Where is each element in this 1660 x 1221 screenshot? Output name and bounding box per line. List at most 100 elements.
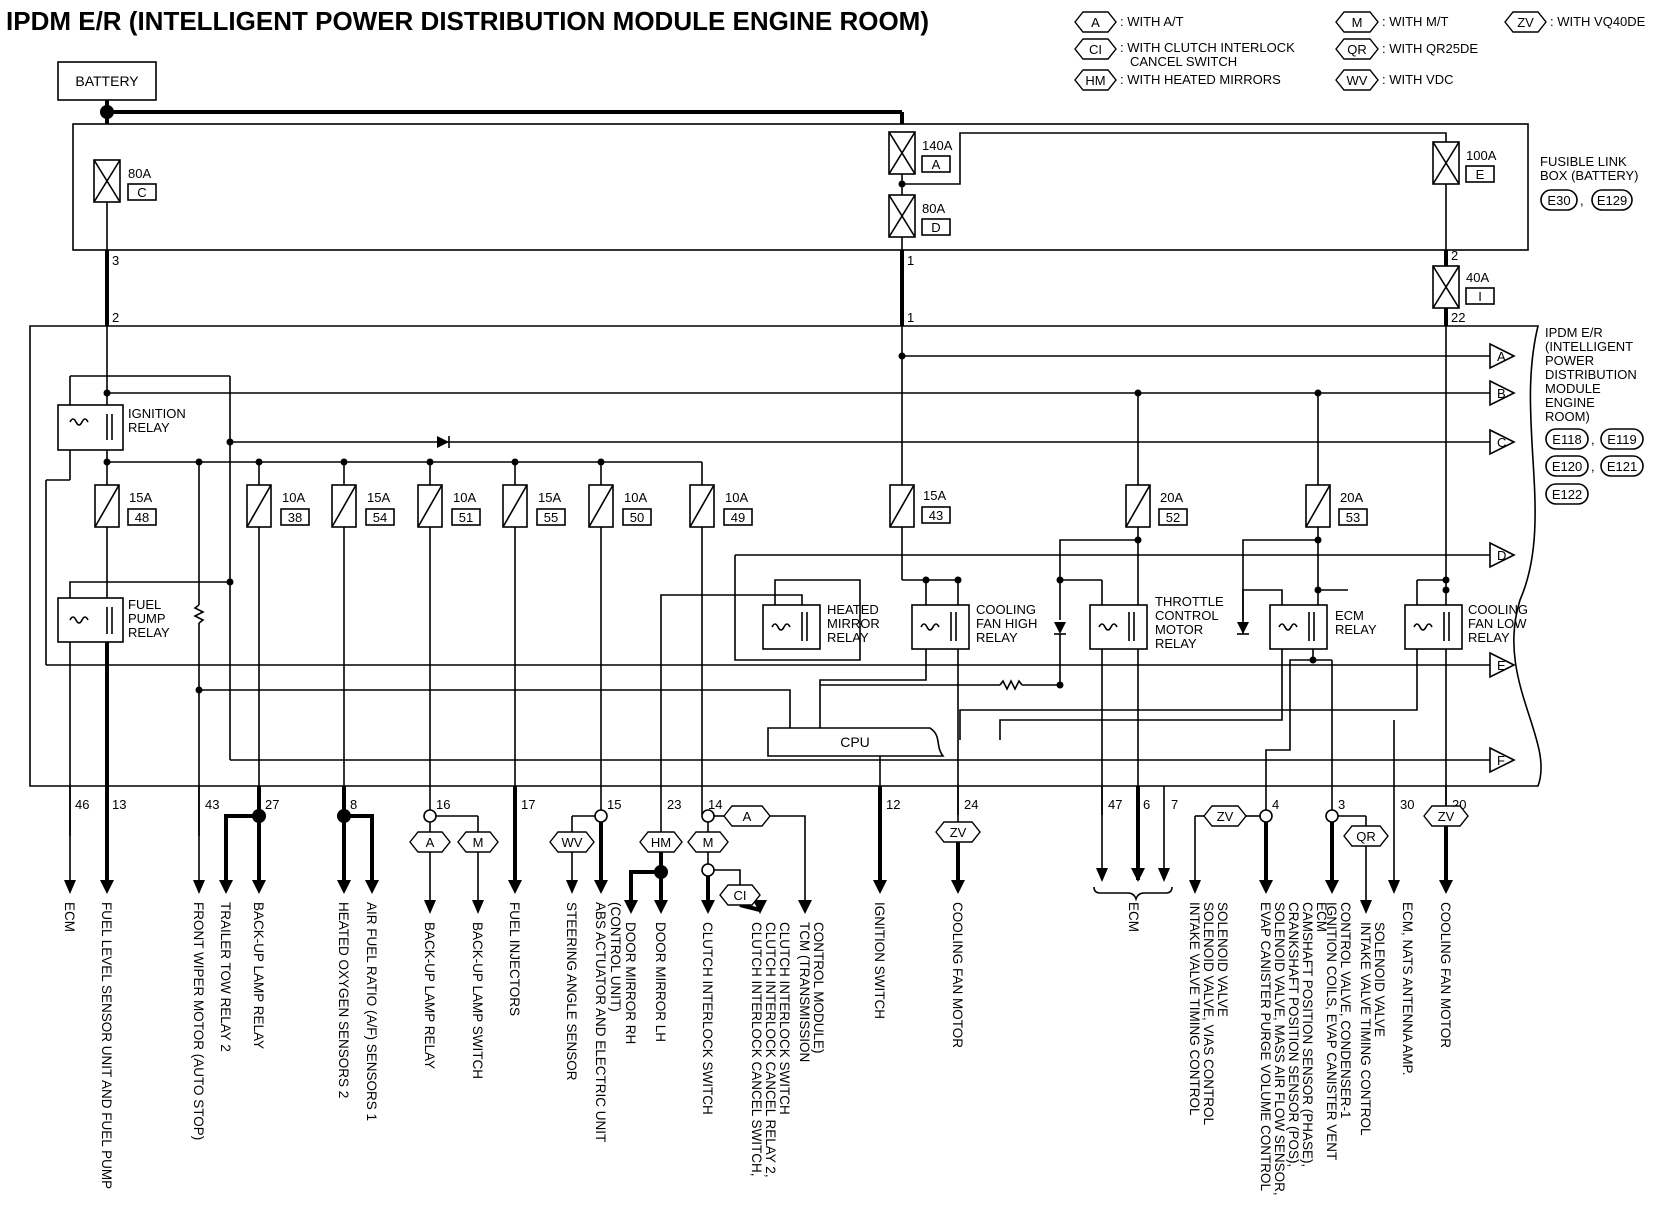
ecm-relay: ECM RELAY <box>1269 604 1377 650</box>
svg-text:15A: 15A <box>129 490 152 505</box>
svg-text:15A: 15A <box>367 490 390 505</box>
svg-text:23: 23 <box>667 797 681 812</box>
svg-text:53: 53 <box>1346 510 1360 525</box>
svg-text:RELAY: RELAY <box>976 630 1018 645</box>
label-cooling-fan-24: COOLING FAN MOTOR <box>950 902 965 1048</box>
label-clutch-cancel-2: CLUTCH INTERLOCK CANCEL RELAY 2, <box>763 922 778 1178</box>
label-backup-switch: BACK-UP LAMP SWITCH <box>470 922 485 1079</box>
svg-text:E120: E120 <box>1552 459 1582 474</box>
svg-text:: WITH A/T: : WITH A/T <box>1120 14 1184 29</box>
svg-text:BATTERY: BATTERY <box>75 73 139 89</box>
svg-text:E118: E118 <box>1552 432 1581 447</box>
svg-text:E122: E122 <box>1552 487 1582 502</box>
fuse-43: 15A 43 <box>889 484 951 528</box>
bus-lines: A B C D E F <box>46 342 1516 774</box>
svg-text:CI: CI <box>734 888 747 903</box>
label-ivt-2: SOLENOID VALVE, VIAS CONTROL <box>1201 902 1216 1126</box>
label-abs-2: (CONTROL UNIT) <box>608 902 623 1012</box>
svg-text:RELAY: RELAY <box>128 625 170 640</box>
svg-text:BOX (BATTERY): BOX (BATTERY) <box>1540 168 1638 183</box>
diagram-title: IPDM E/R (INTELLIGENT POWER DISTRIBUTION… <box>6 6 929 36</box>
fuse-53: 20A 53 <box>1305 484 1368 528</box>
fuse-52: 20A 52 <box>1125 484 1188 528</box>
svg-text:CPU: CPU <box>840 734 870 750</box>
svg-text:46: 46 <box>75 797 89 812</box>
svg-text:55: 55 <box>544 510 558 525</box>
svg-text:27: 27 <box>265 797 279 812</box>
svg-text:3: 3 <box>1338 797 1345 812</box>
svg-text:14: 14 <box>708 797 722 812</box>
svg-text:2: 2 <box>112 310 119 325</box>
svg-text:RELAY: RELAY <box>128 420 170 435</box>
svg-text:F: F <box>1497 753 1505 768</box>
legend-item-m: M : WITH M/T <box>1335 11 1448 33</box>
label-clutch-cancel-1: CLUTCH INTERLOCK CANCEL SWITCH, <box>749 922 764 1177</box>
svg-text:HM: HM <box>1085 73 1105 88</box>
fuse-51: 10A 51 <box>417 484 481 528</box>
label-ign-coils-2: CONTROL VALVE, CONDENSER-1 <box>1338 902 1353 1119</box>
ipdm-boundary <box>29 325 1542 787</box>
fuse-38: 10A 38 <box>246 484 310 528</box>
svg-text:43: 43 <box>929 508 943 523</box>
svg-text:6: 6 <box>1143 797 1150 812</box>
svg-text:HM: HM <box>651 835 671 850</box>
label-ivt-qr-1: INTAKE VALVE TIMING CONTROL <box>1358 922 1373 1136</box>
svg-text:RELAY: RELAY <box>1468 630 1510 645</box>
svg-text:FUEL: FUEL <box>128 597 161 612</box>
svg-text:ECM: ECM <box>1335 608 1364 623</box>
fuse-50: 10A 50 <box>588 484 652 528</box>
label-ign-coils-1: IGNITION COILS, EVAP CANISTER VENT <box>1324 902 1339 1160</box>
svg-text:A: A <box>426 835 435 850</box>
svg-text:RELAY: RELAY <box>827 630 869 645</box>
label-evap-1: EVAP CANISTER PURGE VOLUME CONTROL <box>1258 902 1273 1192</box>
svg-text:50: 50 <box>630 510 644 525</box>
label-af-sensors: AIR FUEL RATIO (A/F) SENSORS 1 <box>364 902 379 1121</box>
svg-text:10A: 10A <box>453 490 476 505</box>
legend-item-zv: ZV : WITH VQ40DE <box>1504 11 1646 33</box>
svg-text:ZV: ZV <box>1217 809 1234 824</box>
fuse-54: 15A 54 <box>331 484 395 528</box>
svg-text:MODULE: MODULE <box>1545 381 1601 396</box>
label-backup-relay-27: BACK-UP LAMP RELAY <box>251 902 266 1049</box>
fusible-link-box: FUSIBLE LINK BOX (BATTERY) E30 , E129 <box>72 123 1638 251</box>
svg-text:15A: 15A <box>538 490 561 505</box>
svg-text:ENGINE: ENGINE <box>1545 395 1595 410</box>
svg-text:DISTRIBUTION: DISTRIBUTION <box>1545 367 1637 382</box>
label-ecm-nats: ECM, NATS ANTENNA AMP. <box>1400 902 1415 1076</box>
svg-text:: WITH CLUTCH INTERLOCK: : WITH CLUTCH INTERLOCK <box>1120 40 1295 55</box>
svg-text:15: 15 <box>607 797 621 812</box>
svg-text:FAN LOW: FAN LOW <box>1468 616 1527 631</box>
svg-text:FUSIBLE LINK: FUSIBLE LINK <box>1540 154 1627 169</box>
label-ho2s2: HEATED OXYGEN SENSORS 2 <box>336 902 351 1098</box>
svg-text:E119: E119 <box>1607 432 1636 447</box>
svg-text:D: D <box>1497 548 1506 563</box>
label-evap-2: SOLENOID VALVE, MASS AIR FLOW SENSOR, <box>1272 902 1287 1196</box>
svg-text:(INTELLIGENT: (INTELLIGENT <box>1545 339 1633 354</box>
svg-text:A: A <box>743 809 752 824</box>
label-door-mirror-rh: DOOR MIRROR RH <box>623 922 638 1044</box>
battery: BATTERY <box>57 61 157 101</box>
label-tcm: TCM (TRANSMISSION <box>797 922 812 1062</box>
label-evap-4: CAMSHAFT POSITION SENSOR (PHASE), <box>1300 902 1315 1167</box>
label-fuel-injectors: FUEL INJECTORS <box>507 902 522 1016</box>
output-labels: ECM FUEL LEVEL SENSOR UNIT AND FUEL PUMP… <box>62 902 1453 1196</box>
svg-text:QR: QR <box>1356 829 1376 844</box>
svg-text:ZV: ZV <box>950 825 967 840</box>
svg-text:COOLING: COOLING <box>1468 602 1528 617</box>
fuse-55: 15A 55 <box>502 484 566 528</box>
svg-text:17: 17 <box>521 797 535 812</box>
label-evap-5: ECM <box>1314 902 1329 932</box>
svg-text:1: 1 <box>907 310 914 325</box>
label-cooling-fan-20: COOLING FAN MOTOR <box>1438 902 1453 1048</box>
svg-text:E121: E121 <box>1607 459 1637 474</box>
svg-text:E30: E30 <box>1547 193 1570 208</box>
label-ignition-switch: IGNITION SWITCH <box>872 902 887 1019</box>
legend: A : WITH A/T CI : WITH CLUTCH INTERLOCK … <box>1074 11 1646 91</box>
svg-text:: WITH QR25DE: : WITH QR25DE <box>1382 41 1478 56</box>
svg-text:8: 8 <box>350 797 357 812</box>
svg-text:47: 47 <box>1108 797 1122 812</box>
label-ivt-qr-2: SOLENOID VALVE <box>1372 922 1387 1037</box>
ipdm-label: IPDM E/R (INTELLIGENT POWER DISTRIBUTION… <box>1545 325 1644 505</box>
option-tags: A M WV HM M A CI ZV ZV QR ZV <box>409 805 1469 906</box>
